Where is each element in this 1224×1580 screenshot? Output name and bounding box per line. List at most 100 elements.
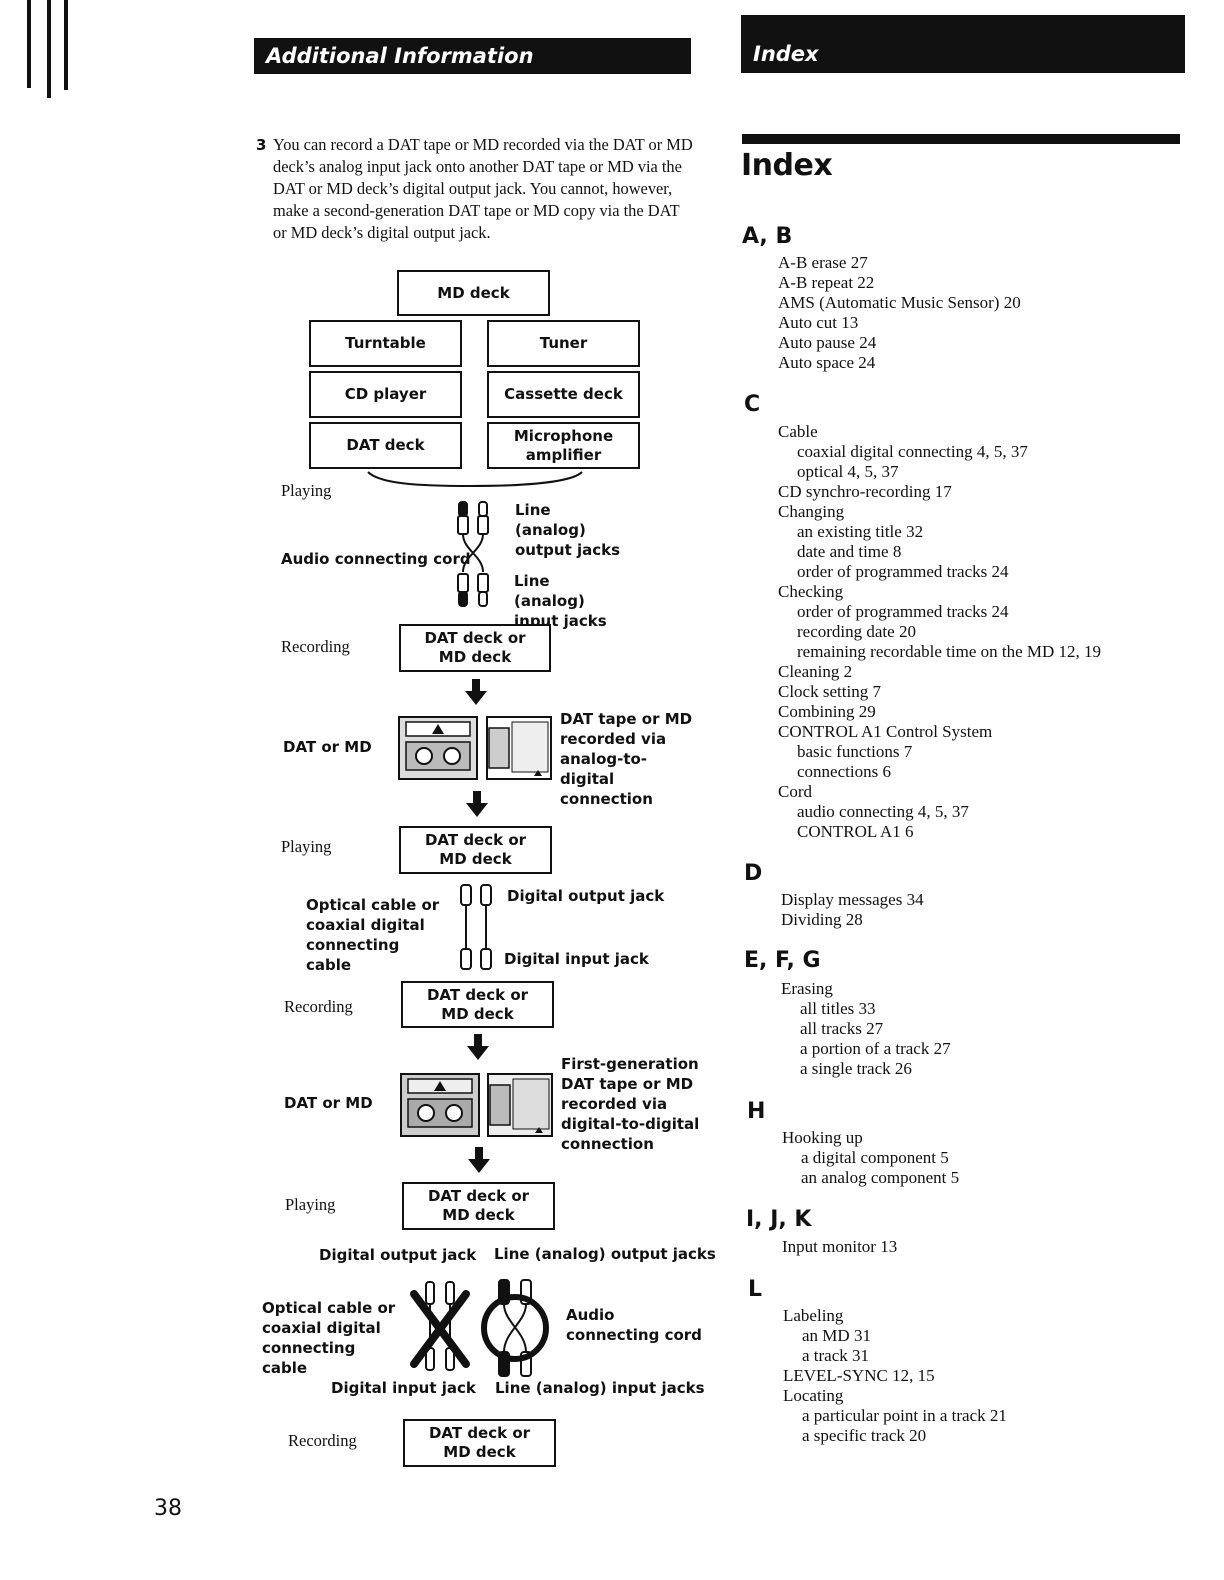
box-deck-3: DAT deck or MD deck — [401, 981, 554, 1028]
index-title: Index — [741, 148, 833, 183]
binding-mark — [27, 0, 31, 88]
index-entry: Checking — [778, 582, 844, 601]
index-section-entries: Input monitor 13 — [782, 1237, 897, 1257]
index-section-letter: I, J, K — [746, 1207, 812, 1232]
label-recording-1: Recording — [281, 637, 350, 656]
label-bottom-audio: Audio connecting cord — [566, 1306, 702, 1344]
index-subentry: CONTROL A1 6 — [797, 822, 914, 841]
label-media-note-2: First-generation DAT tape or MD recorded… — [561, 1055, 700, 1153]
index-entry: A-B erase 27 — [778, 253, 868, 272]
label-recording-3: Recording — [288, 1431, 357, 1450]
index-subentry: an MD 31 — [802, 1326, 871, 1345]
index-subentry: order of programmed tracks 24 — [797, 602, 1009, 621]
index-section-letter: C — [744, 392, 761, 417]
label-digital-out-1: Digital output jack — [507, 887, 665, 905]
optical-cable-icon — [460, 884, 492, 970]
label-dat-or-md-2: DAT or MD — [284, 1094, 373, 1112]
index-subentry: recording date 20 — [797, 622, 916, 641]
dat-tape-icon — [400, 1073, 480, 1137]
index-entry: Auto space 24 — [778, 353, 876, 372]
index-subentry: basic functions 7 — [797, 742, 913, 761]
arrow-down-icon — [465, 679, 487, 705]
index-subentry: a portion of a track 27 — [800, 1039, 951, 1058]
index-entry: Cleaning 2 — [778, 662, 853, 681]
arrow-down-icon — [468, 1147, 490, 1173]
index-entry: CD synchro-recording 17 — [778, 482, 952, 501]
index-section-letter: A, B — [742, 224, 793, 249]
index-entry: Cord — [778, 782, 812, 801]
label-line-out-1: Line (analog) output jacks — [515, 501, 621, 559]
dat-tape-icon — [398, 716, 478, 780]
label-line-in-1: Line (analog) input jacks — [514, 572, 607, 630]
index-subentry: a track 31 — [802, 1346, 870, 1365]
index-subentry: date and time 8 — [797, 542, 902, 561]
index-subentry: a single track 26 — [800, 1059, 912, 1078]
label-bottom-digital-in: Digital input jack — [331, 1379, 476, 1397]
md-disc-icon — [487, 1073, 553, 1137]
label-playing-1: Playing — [281, 481, 332, 500]
label-digital-in-1: Digital input jack — [504, 950, 649, 968]
binding-mark — [64, 0, 68, 90]
index-entry: Locating — [783, 1386, 844, 1405]
binding-mark — [47, 0, 51, 98]
index-section-letter: H — [747, 1099, 766, 1124]
index-subentry: audio connecting 4, 5, 37 — [797, 802, 969, 821]
label-bottom-line-out: Line (analog) output jacks — [494, 1245, 716, 1263]
index-rule — [742, 134, 1180, 144]
label-bottom-optical: Optical cable or coaxial digital connect… — [262, 1299, 396, 1377]
box-deck-5: DAT deck or MD deck — [403, 1419, 556, 1467]
arrow-down-icon — [467, 1034, 489, 1060]
index-entry: AMS (Automatic Music Sensor) 20 — [778, 293, 1021, 312]
index-subentry: remaining recordable time on the MD 12, … — [797, 642, 1102, 661]
box-dat-deck: DAT deck — [309, 422, 462, 469]
source-brace — [367, 471, 583, 488]
index-subentry: connections 6 — [797, 762, 891, 781]
index-entry: Hooking up — [782, 1128, 863, 1147]
index-entry: Dividing 28 — [781, 910, 863, 929]
index-entry: LEVEL-SYNC 12, 15 — [783, 1366, 935, 1385]
label-bottom-digital-out: Digital output jack — [319, 1246, 477, 1264]
index-subentry: a particular point in a track 21 — [802, 1406, 1007, 1425]
index-subentry: optical 4, 5, 37 — [797, 462, 899, 481]
index-section-letter: D — [744, 861, 763, 886]
label-recording-2: Recording — [284, 997, 353, 1016]
arrow-down-icon — [466, 791, 488, 817]
index-section-letter: L — [748, 1277, 763, 1302]
index-subentry: a digital component 5 — [801, 1148, 949, 1167]
index-entry: Combining 29 — [778, 702, 876, 721]
audio-cord-icon — [457, 501, 489, 607]
index-subentry: all titles 33 — [800, 999, 876, 1018]
index-entry: Auto pause 24 — [778, 333, 877, 352]
label-playing-3: Playing — [285, 1195, 336, 1214]
index-entry: Erasing — [781, 979, 833, 998]
label-bottom-line-in: Line (analog) input jacks — [495, 1379, 705, 1397]
index-entry: CONTROL A1 Control System — [778, 722, 993, 741]
box-deck-2: DAT deck or MD deck — [399, 826, 552, 874]
index-section-letter: E, F, G — [744, 948, 821, 973]
label-media-note-1: DAT tape or MD recorded via analog-to-di… — [560, 710, 693, 808]
index-subentry: all tracks 27 — [800, 1019, 884, 1038]
index-subentry: an analog component 5 — [801, 1168, 960, 1187]
index-subentry: coaxial digital connecting 4, 5, 37 — [797, 442, 1028, 461]
index-subentry: a specific track 20 — [802, 1426, 927, 1445]
md-disc-icon — [486, 716, 552, 780]
box-microphone-amplifier: Microphone amplifier — [487, 422, 640, 469]
index-subentry: an existing title 32 — [797, 522, 924, 541]
section-header-index: Index — [741, 15, 1185, 73]
index-entry: Auto cut 13 — [778, 313, 859, 332]
page-number: 38 — [154, 1496, 182, 1521]
step-text: You can record a DAT tape or MD recorded… — [273, 135, 693, 242]
box-deck-4: DAT deck or MD deck — [402, 1182, 555, 1230]
step-number: 3 — [256, 136, 267, 154]
instruction-paragraph: 3 You can record a DAT tape or MD record… — [256, 134, 696, 244]
index-entry: Display messages 34 — [781, 890, 924, 909]
box-deck-1: DAT deck or MD deck — [399, 624, 551, 672]
index-subentry: order of programmed tracks 24 — [797, 562, 1009, 581]
box-md-deck: MD deck — [397, 270, 550, 316]
label-dat-or-md-1: DAT or MD — [283, 738, 372, 756]
